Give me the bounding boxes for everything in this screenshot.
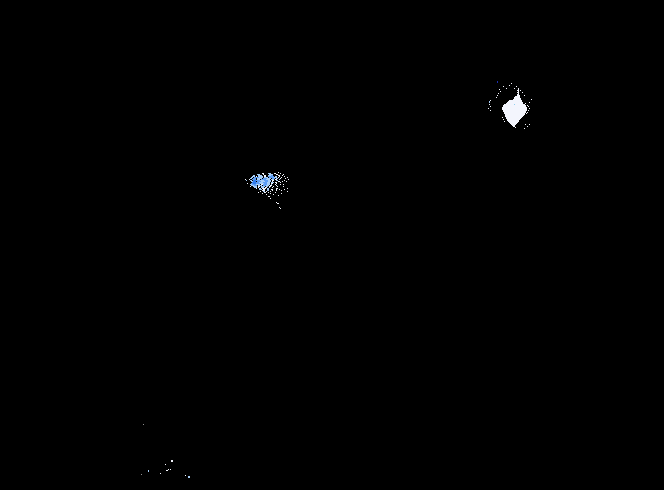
weather-radar-frame bbox=[0, 0, 664, 490]
precipitation-radar-canvas bbox=[0, 0, 664, 490]
